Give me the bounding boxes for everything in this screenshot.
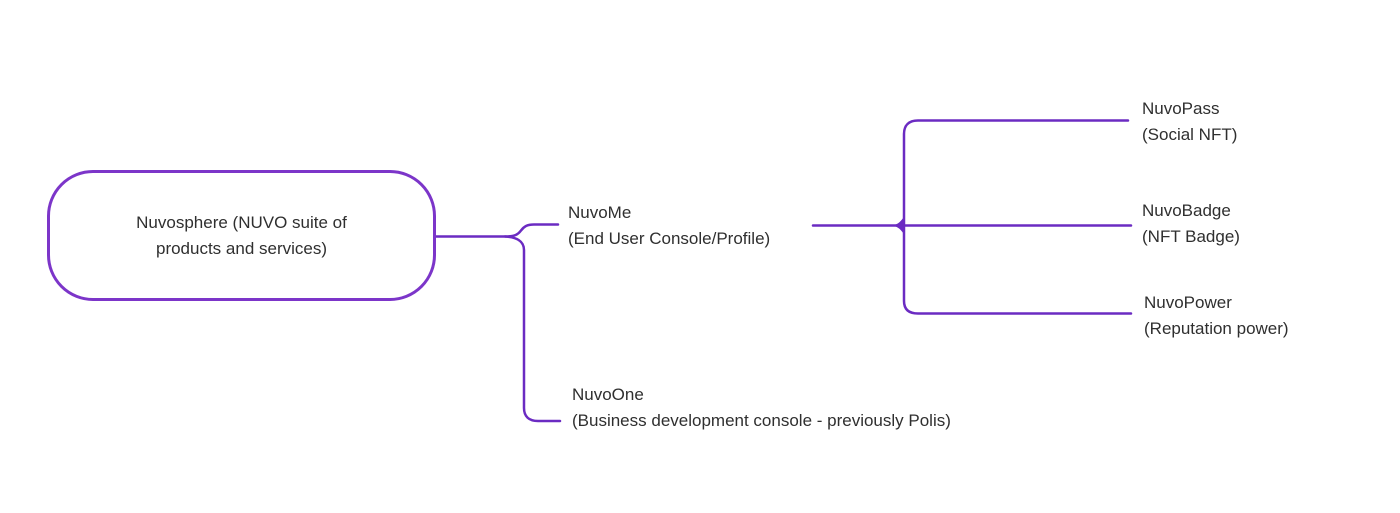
root-node-title: Nuvosphere	[136, 212, 228, 232]
node-nuvopower-description: (Reputation power)	[1144, 319, 1289, 338]
node-nuvopass-description: (Social NFT)	[1142, 125, 1238, 144]
node-nuvobadge-description: (NFT Badge)	[1142, 227, 1240, 246]
node-nuvopower-name: NuvoPower	[1144, 293, 1232, 312]
node-nuvopower: NuvoPower (Reputation power)	[1144, 290, 1289, 342]
node-nuvoone: NuvoOne (Business development console - …	[572, 382, 951, 434]
node-nuvopass-name: NuvoPass	[1142, 99, 1220, 118]
junction-flare	[889, 217, 904, 234]
node-nuvobadge: NuvoBadge (NFT Badge)	[1142, 198, 1240, 250]
root-node: Nuvosphere (NUVO suite of products and s…	[47, 170, 436, 301]
connector-root-to-nuvoone	[503, 235, 562, 423]
connector-root-to-nuvome	[434, 223, 560, 238]
root-node-text: Nuvosphere (NUVO suite of products and s…	[106, 210, 378, 262]
node-nuvome-name: NuvoMe	[568, 203, 632, 222]
node-nuvoone-name: NuvoOne	[572, 385, 644, 404]
node-nuvome: NuvoMe (End User Console/Profile)	[568, 200, 770, 252]
node-nuvobadge-name: NuvoBadge	[1142, 201, 1231, 220]
node-nuvoone-description: (Business development console - previous…	[572, 411, 951, 430]
node-nuvome-description: (End User Console/Profile)	[568, 229, 771, 248]
connector-junction-to-nuvopass	[902, 119, 1130, 226]
node-nuvopass: NuvoPass (Social NFT)	[1142, 96, 1237, 148]
root-node-subtitle: (NUVO suite of products and services)	[155, 212, 347, 258]
connector-junction-to-nuvopower	[902, 225, 1133, 315]
